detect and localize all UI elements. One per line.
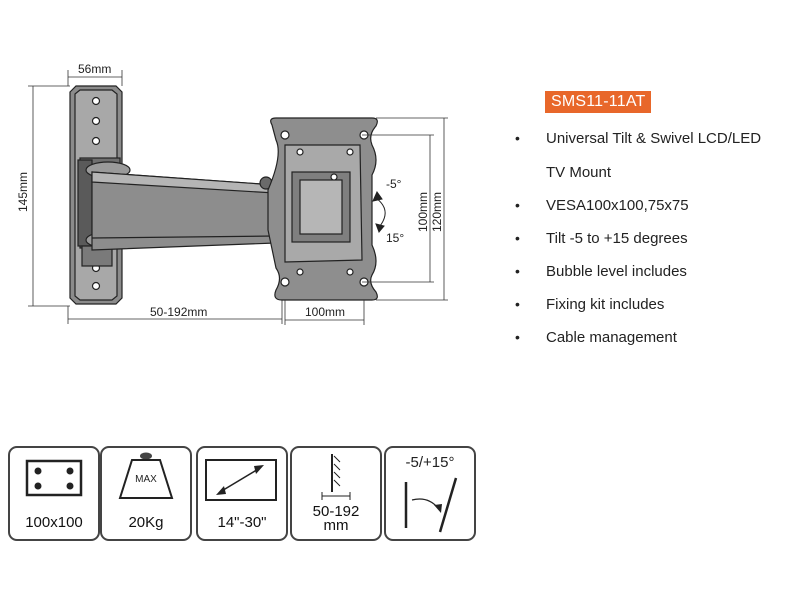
feature-text: Fixing kit includes bbox=[546, 296, 665, 313]
spec-box-screen-size: 14"-30" bbox=[196, 446, 288, 541]
bullet-icon: • bbox=[515, 230, 520, 246]
tilt-range-text: -5/+15° bbox=[405, 454, 455, 471]
vesa-pattern-icon bbox=[25, 459, 83, 497]
vesa-width-label: 100mm bbox=[305, 305, 345, 319]
feature-item: • Universal Tilt & Swivel LCD/LED TV Mou… bbox=[515, 130, 800, 181]
vesa-plate bbox=[267, 117, 378, 301]
total-height-label: 120mm bbox=[430, 192, 444, 232]
feature-item: • Bubble level includes bbox=[515, 263, 800, 280]
feature-item: • VESA100x100,75x75 bbox=[515, 197, 800, 214]
spec-label: 100x100 bbox=[25, 514, 83, 531]
spec-box-tilt: -5/+15° bbox=[384, 446, 476, 541]
tilt-down-label: 15° bbox=[386, 231, 404, 245]
feature-item: • Tilt -5 to +15 degrees bbox=[515, 230, 800, 247]
feature-text: Universal Tilt & Swivel LCD/LED TV Mount bbox=[546, 130, 761, 181]
screen-size-icon bbox=[205, 459, 277, 501]
plate-width-label: 56mm bbox=[78, 62, 111, 76]
spec-label: 20Kg bbox=[128, 514, 164, 531]
tilt-arrow bbox=[372, 190, 386, 233]
feature-text: Cable management bbox=[546, 329, 677, 346]
spec-label: 50-192 bbox=[312, 503, 360, 520]
weight-icon-text: MAX bbox=[135, 474, 157, 485]
bullet-icon: • bbox=[515, 296, 520, 312]
extension-dimension bbox=[67, 300, 283, 324]
feature-text: VESA100x100,75x75 bbox=[546, 197, 689, 214]
spec-label: 14"-30" bbox=[217, 514, 267, 531]
plate-height-label: 145mm bbox=[16, 172, 30, 212]
extension-label: 50-192mm bbox=[150, 305, 207, 319]
feature-text: Tilt -5 to +15 degrees bbox=[546, 230, 688, 247]
spec-box-vesa: 100x100 bbox=[8, 446, 100, 541]
feature-line: TV Mount bbox=[546, 164, 612, 181]
plate-height-dimension bbox=[28, 85, 70, 307]
tilt-range-icon bbox=[404, 477, 458, 533]
max-weight-icon bbox=[118, 452, 174, 499]
bullet-icon: • bbox=[515, 263, 520, 279]
bullet-icon: • bbox=[515, 130, 520, 146]
vesa-width-dimension bbox=[284, 300, 365, 325]
bullet-icon: • bbox=[515, 197, 520, 213]
total-height-dimension bbox=[376, 117, 448, 301]
bullet-icon: • bbox=[515, 329, 520, 345]
feature-item: • Cable management bbox=[515, 329, 800, 346]
feature-list: • Universal Tilt & Swivel LCD/LED TV Mou… bbox=[515, 130, 800, 346]
vesa-height-dimension bbox=[362, 134, 434, 283]
feature-text: Bubble level includes bbox=[546, 263, 687, 280]
feature-item: • Fixing kit includes bbox=[515, 296, 800, 313]
tilt-up-label: -5° bbox=[386, 177, 402, 191]
plate-width-dimension bbox=[67, 70, 123, 86]
vesa-height-label: 100mm bbox=[416, 192, 430, 232]
spec-box-wall-distance: 50-192 mm bbox=[290, 446, 382, 541]
product-technical-drawing: 56mm 145mm 50-192mm bbox=[16, 62, 448, 325]
spec-box-weight: MAX 20Kg bbox=[100, 446, 192, 541]
model-badge: SMS11-11AT bbox=[545, 91, 652, 113]
feature-line: Universal Tilt & Swivel LCD/LED bbox=[546, 130, 762, 147]
wall-distance-icon bbox=[321, 454, 351, 500]
spec-label-unit: mm bbox=[323, 517, 349, 534]
extension-arm bbox=[91, 171, 276, 251]
